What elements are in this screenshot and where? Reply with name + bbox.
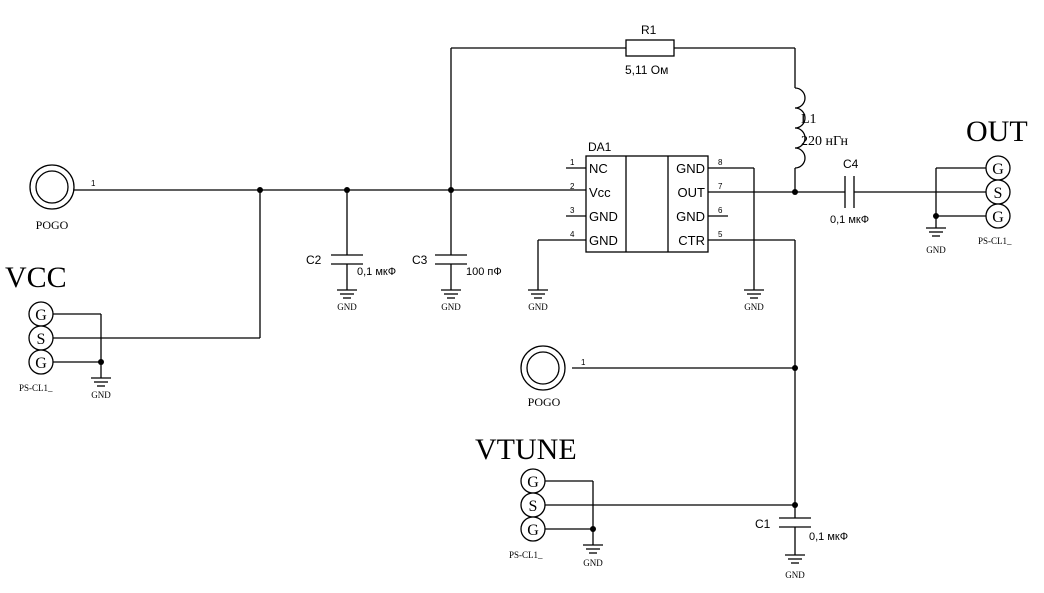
chip-pin-name: GND	[676, 209, 705, 224]
connector-pin-label: S	[529, 498, 538, 515]
chip-pin-number: 5	[718, 230, 723, 239]
connector-pin-label: G	[527, 474, 539, 491]
connector-part: PS-CL1_	[19, 383, 53, 393]
resistor-r1: R1 5,11 Ом	[625, 23, 675, 77]
pogo-pin-number: 1	[581, 358, 586, 367]
ground-label: GND	[583, 558, 603, 568]
junction-dot	[933, 213, 939, 219]
junction-dot	[448, 187, 454, 193]
junction-dot	[590, 526, 596, 532]
connector-part: PS-CL1_	[978, 236, 1012, 246]
resistor-value: 5,11 Ом	[625, 63, 668, 77]
pogo-label: POGO	[528, 395, 561, 409]
capacitor-value: 0,1 мкФ	[357, 266, 396, 278]
ground-c3: GND	[441, 289, 461, 312]
ground-c2: GND	[337, 289, 357, 312]
capacitor-c4: C4 0,1 мкФ	[830, 157, 869, 226]
connector-pin-label: G	[527, 522, 539, 539]
capacitor-c1: C1 0,1 мкФ	[755, 517, 848, 543]
connector-title: VTUNE	[475, 433, 577, 466]
capacitor-ref: C4	[843, 157, 859, 171]
ground-label: GND	[91, 390, 111, 400]
ground-label: GND	[744, 302, 764, 312]
chip-da1: DA1 NC Vcc GND GND 1 2 3 4 GND OUT GND C…	[570, 140, 723, 253]
connector-pin-label: S	[994, 185, 1003, 202]
ground-label: GND	[785, 570, 805, 580]
chip-pin-name: OUT	[678, 185, 706, 200]
chip-pin-number: 6	[718, 206, 723, 215]
chip-pin-name: GND	[589, 233, 618, 248]
chip-pin-number: 8	[718, 158, 723, 167]
resistor-ref: R1	[641, 23, 657, 37]
connector-title: VCC	[5, 261, 67, 294]
connector-vcc: VCC G S G PS-CL1_	[5, 261, 67, 393]
capacitor-ref: C3	[412, 253, 428, 267]
chip-pin-number: 1	[570, 158, 575, 167]
chip-ref: DA1	[588, 140, 612, 154]
capacitor-c2: C2 0,1 мкФ	[306, 253, 396, 278]
capacitor-value: 0,1 мкФ	[830, 214, 869, 226]
ground-label: GND	[337, 302, 357, 312]
junction-dot	[344, 187, 350, 193]
connector-pin-label: G	[35, 307, 47, 324]
pogo-pin-2: 1 POGO	[520, 345, 586, 409]
pogo-pin-1: 1 POGO	[29, 164, 96, 232]
inductor-value: 220 нГн	[801, 134, 849, 149]
connector-title: OUT	[966, 115, 1028, 148]
chip-pin-name: CTR	[678, 233, 705, 248]
capacitor-value: 100 пФ	[466, 266, 502, 278]
ground-label: GND	[926, 245, 946, 255]
connector-pin-label: S	[37, 331, 46, 348]
chip-pin-name: GND	[589, 209, 618, 224]
capacitor-value: 0,1 мкФ	[809, 531, 848, 543]
chip-pin-number: 3	[570, 206, 575, 215]
chip-pin-name: NC	[589, 161, 608, 176]
capacitor-ref: C2	[306, 253, 322, 267]
ground-label: GND	[528, 302, 548, 312]
connector-vtune: VTUNE G S G PS-CL1_	[475, 433, 577, 560]
chip-pin-name: GND	[676, 161, 705, 176]
pogo-pin-number: 1	[91, 179, 96, 188]
junction-dot	[792, 502, 798, 508]
ground-out-connector: GND	[926, 227, 946, 255]
connector-out: OUT G S G PS-CL1_	[966, 115, 1028, 246]
wires	[53, 47, 986, 555]
connector-pin-label: G	[992, 161, 1004, 178]
junction-dot	[792, 365, 798, 371]
pogo-label: POGO	[36, 218, 69, 232]
inductor-ref: L1	[801, 112, 817, 127]
junction-dot	[792, 189, 798, 195]
ground-vcc-connector: GND	[91, 377, 111, 400]
chip-pin-number: 4	[570, 230, 575, 239]
connector-pin-label: G	[992, 209, 1004, 226]
connector-part: PS-CL1_	[509, 550, 543, 560]
junctions	[98, 187, 939, 532]
junction-dot	[257, 187, 263, 193]
ground-chip-pin8: GND	[744, 289, 764, 312]
chip-pin-number: 7	[718, 182, 723, 191]
ground-label: GND	[441, 302, 461, 312]
capacitor-ref: C1	[755, 517, 771, 531]
junction-dot	[98, 359, 104, 365]
ground-chip-pin4: GND	[528, 289, 548, 312]
chip-pin-number: 2	[570, 182, 575, 191]
ground-c1: GND	[785, 554, 805, 580]
inductor-l1: L1 220 нГн	[794, 87, 849, 169]
connector-pin-label: G	[35, 355, 47, 372]
ground-vtune-connector: GND	[583, 544, 603, 568]
chip-pin-name: Vcc	[589, 185, 611, 200]
capacitor-c3: C3 100 пФ	[412, 253, 502, 278]
